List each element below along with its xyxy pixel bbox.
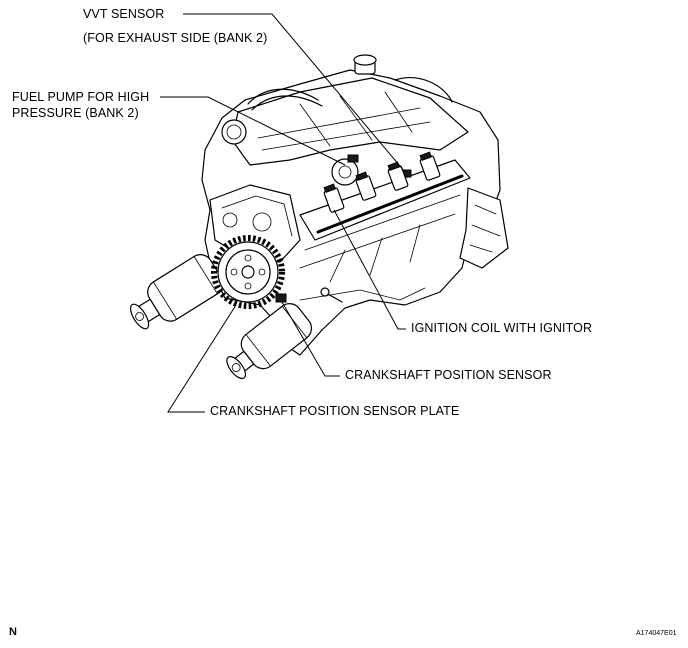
sensor-plate-hole: [244, 254, 252, 262]
figure-id: A174047E01: [636, 630, 677, 637]
fuel-pump-plunger: [338, 165, 352, 179]
ignition-coil: [419, 151, 441, 181]
sensor-plate-hub: [241, 265, 255, 279]
converter-seam: [245, 305, 308, 367]
hose: [251, 95, 323, 111]
plenum-rib: [339, 95, 373, 141]
leader-crank-plate: [167, 304, 237, 413]
label-crankshaft-position-sensor: CRANKSHAFT POSITION SENSOR: [345, 368, 552, 382]
converter-flange: [226, 356, 247, 380]
block-detail-line: [304, 194, 461, 251]
ignition-coil: [355, 171, 377, 201]
fuel-pump-high-pressure: [331, 158, 359, 186]
bellhousing: [459, 187, 509, 269]
intake-plenum: [231, 77, 469, 166]
timing-cover-edge: [221, 195, 293, 237]
label-fuel-pump-line1: FUEL PUMP FOR HIGH: [12, 90, 150, 104]
converter-seam: [152, 256, 218, 320]
bellhousing-rib: [469, 204, 501, 253]
vvt-sensor: [347, 154, 359, 163]
plenum-rib: [261, 121, 431, 151]
sensor-plate-inner: [225, 249, 271, 295]
label-vvt-sensor: VVT SENSOR: [83, 7, 165, 21]
crankshaft-position-sensor: [275, 293, 287, 303]
tensioner-pulley: [222, 212, 238, 228]
plenum-rib: [257, 107, 421, 139]
sensor-plate-hole: [230, 268, 238, 276]
ignition-coil: [323, 183, 345, 213]
oil-filler-cap: [353, 54, 377, 66]
throttle-bore: [226, 124, 242, 140]
sensor-plate-hole: [258, 268, 266, 276]
leader-vvt-sensor: [183, 13, 406, 173]
label-fuel-pump-line2: PRESSURE (BANK 2): [12, 106, 139, 120]
coil-connector: [355, 171, 368, 181]
leader-crank-sensor: [281, 301, 340, 377]
converter-flange: [130, 303, 150, 330]
coil-connector: [323, 183, 336, 193]
fuel-rail: [316, 174, 464, 234]
crankshaft-sensor-plate: [211, 235, 285, 309]
hose: [394, 77, 453, 103]
leader-fuel-pump: [160, 96, 346, 166]
plenum-rib: [384, 91, 413, 133]
mount-bolt: [320, 287, 330, 297]
sensor-plate-hole: [244, 282, 252, 290]
flange-hole: [231, 363, 241, 372]
ignition-coil: [387, 161, 409, 191]
idler-pulley: [252, 212, 272, 232]
mount-bolt-shank: [327, 293, 343, 303]
orientation-mark: N: [9, 626, 17, 638]
sensor-plate-teeth: [211, 235, 285, 309]
flange-hole: [135, 312, 144, 321]
plenum-rib: [299, 103, 331, 147]
leader-ignition-coil: [333, 209, 406, 330]
label-crankshaft-sensor-plate: CRANKSHAFT POSITION SENSOR PLATE: [210, 404, 460, 418]
block-detail-line: [299, 213, 456, 269]
catalytic-converter-lower: [226, 303, 313, 380]
coil-connector: [419, 151, 432, 161]
catalytic-converter-left: [130, 254, 224, 330]
label-vvt-sensor-note: (FOR EXHAUST SIDE (BANK 2): [83, 31, 268, 45]
throttle-body: [221, 119, 247, 145]
label-ignition-coil: IGNITION COIL WITH IGNITOR: [411, 321, 593, 335]
hose: [247, 88, 319, 105]
block-detail-line: [329, 224, 421, 283]
